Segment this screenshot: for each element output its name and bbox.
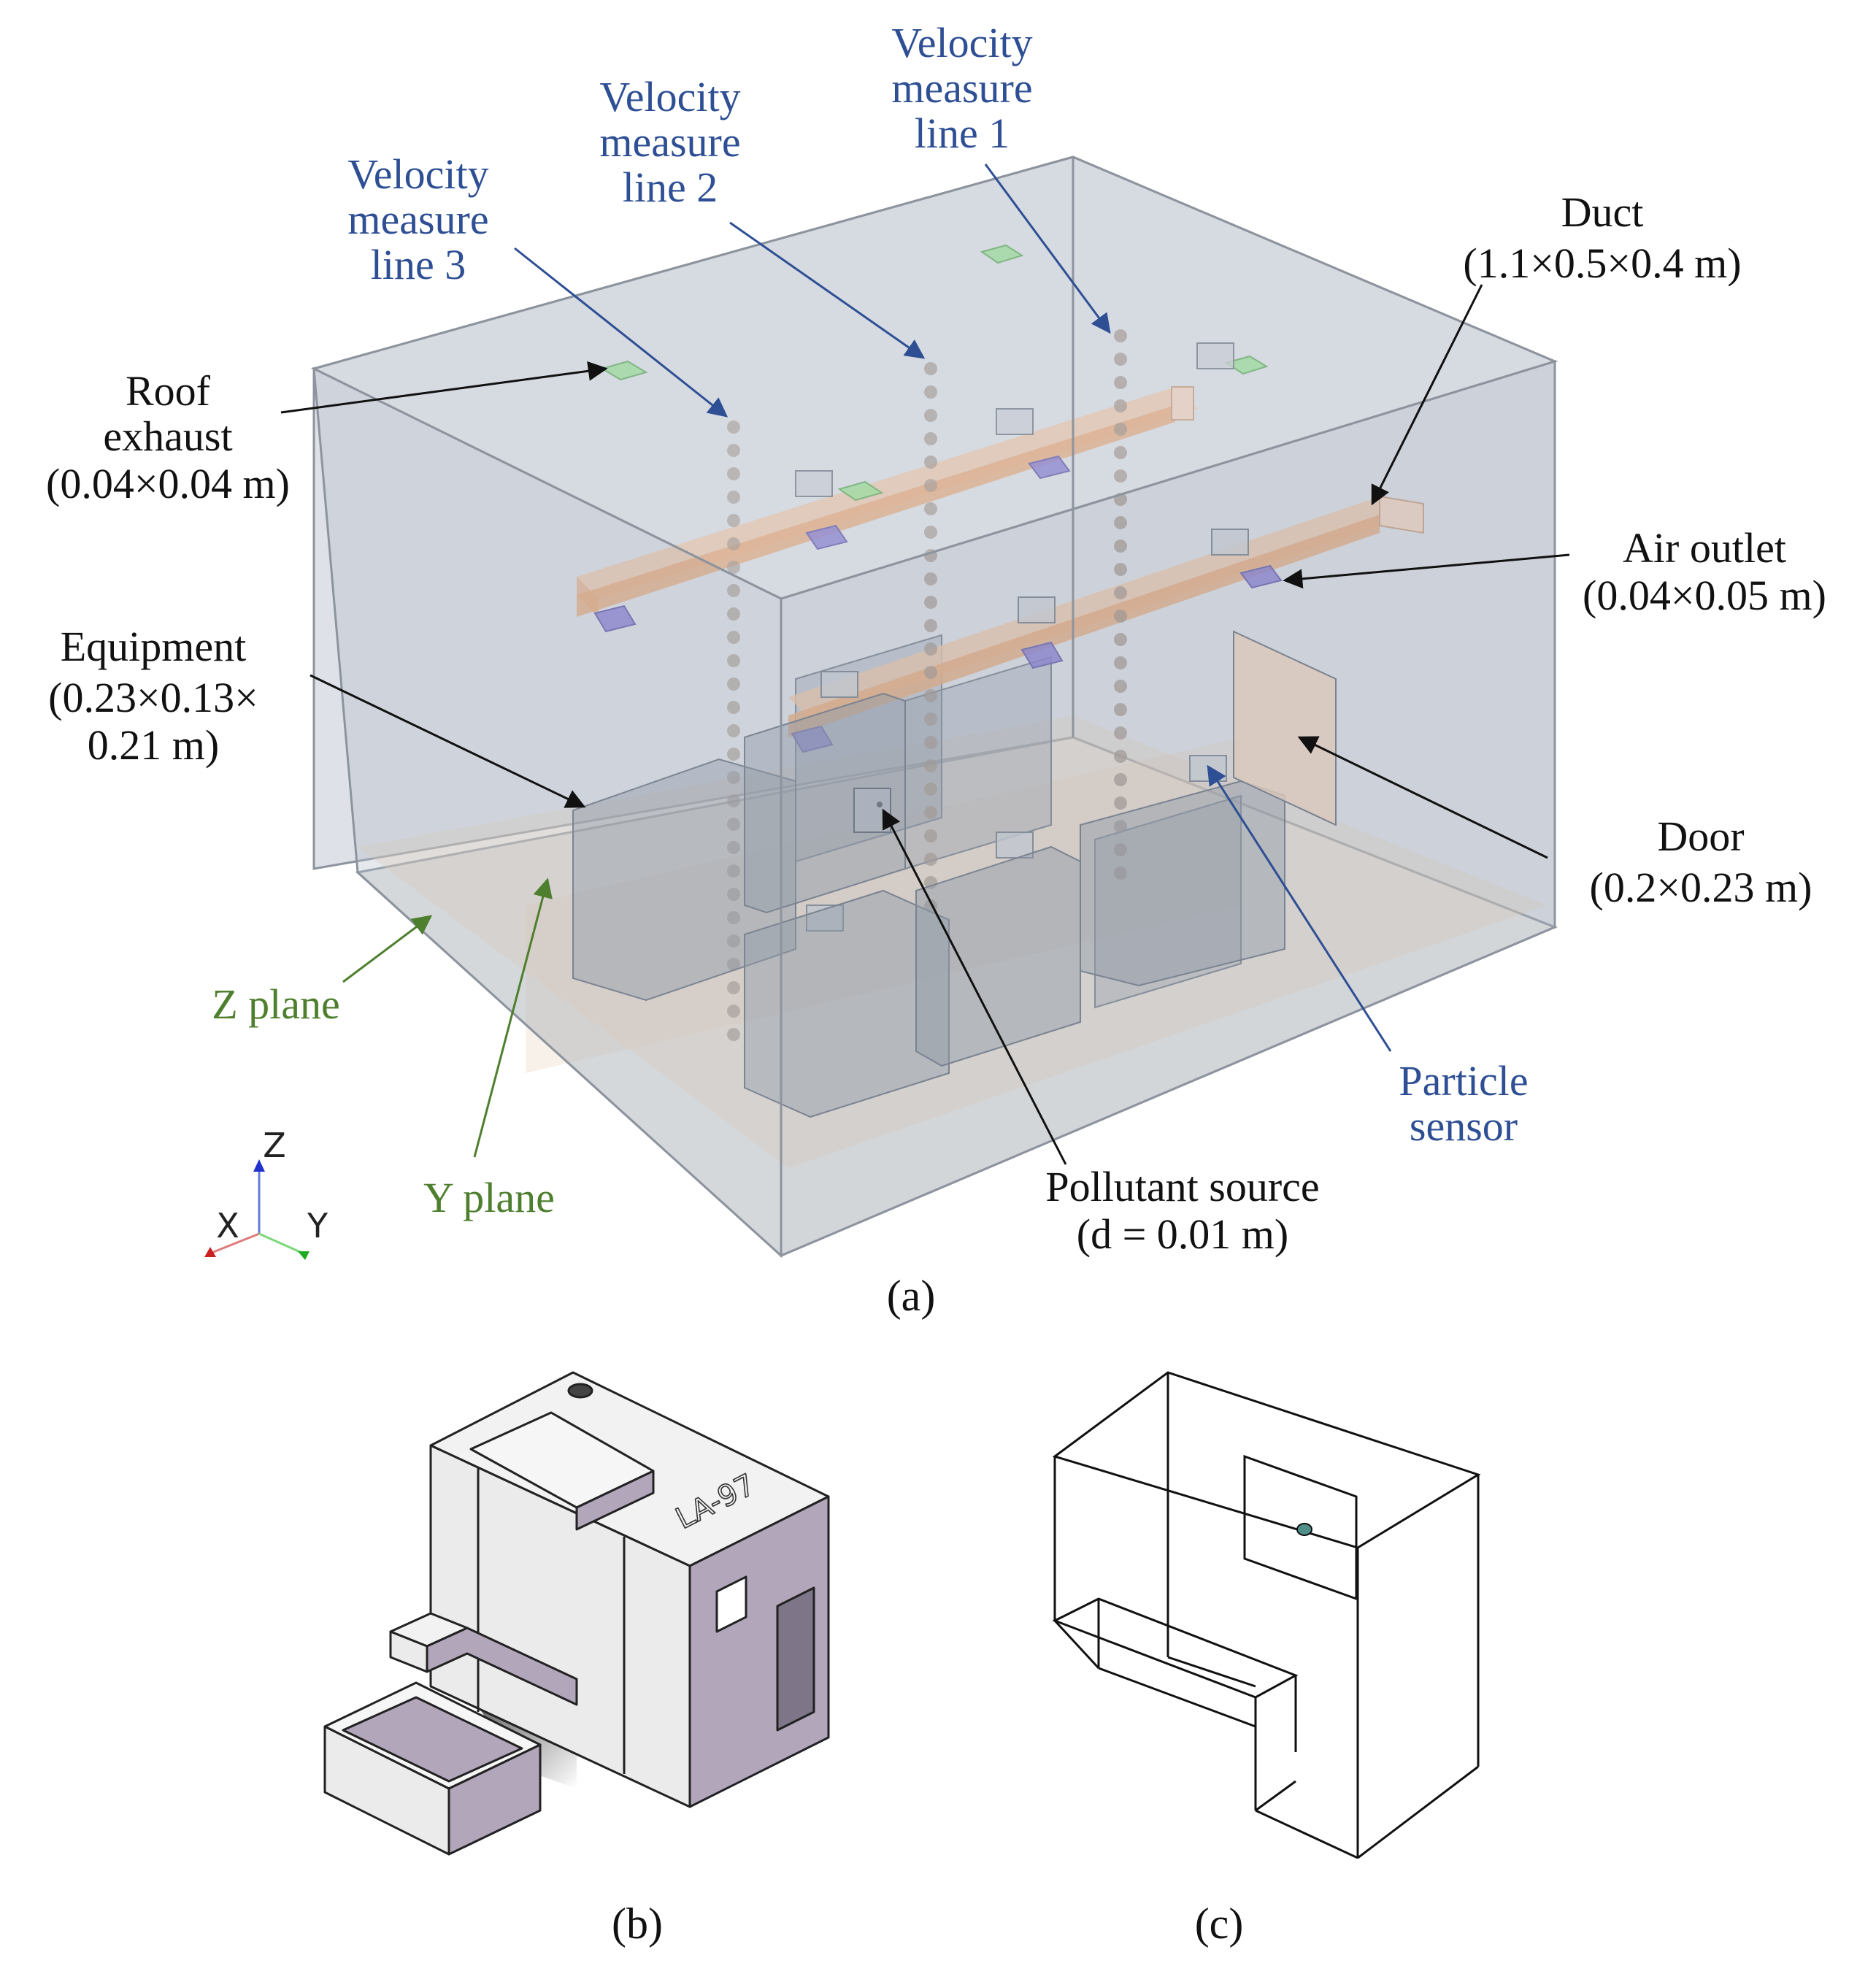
- caption-c: (c): [1195, 1900, 1244, 1948]
- svg-text:Door: Door: [1657, 813, 1744, 860]
- air-outlets: [593, 455, 1283, 753]
- panel-b-cabinet-model: LA-97: [323, 1371, 830, 1856]
- svg-text:(0.23×0.13×: (0.23×0.13×: [48, 674, 258, 721]
- equipment-hoods: [795, 342, 1249, 932]
- wire-recess-top: [1052, 1597, 1299, 1699]
- svg-text:Air outlet: Air outlet: [1623, 524, 1786, 572]
- room-roof: [310, 155, 1558, 600]
- svg-text:(d = 0.01 m): (d = 0.01 m): [1077, 1210, 1288, 1258]
- label-equipment: Equipment (0.23×0.13× 0.21 m): [48, 623, 258, 769]
- label-velocity-line-2: Velocity measure line 2: [599, 73, 740, 211]
- roof-exhaust-2: [980, 244, 1024, 264]
- bin-right-face: [447, 1743, 542, 1856]
- label-air-outlet: Air outlet (0.04×0.05 m): [1583, 524, 1826, 619]
- y-plane: [526, 737, 1241, 1073]
- air-outlet-3: [1028, 455, 1071, 480]
- svg-text:Z: Z: [263, 1126, 286, 1165]
- svg-text:Velocity: Velocity: [891, 19, 1032, 66]
- chute-ramp: [426, 1627, 578, 1706]
- roof-exhaust-3: [1224, 355, 1269, 375]
- axis-triad: Z X Y: [204, 1126, 328, 1260]
- wire-panel: [1243, 1454, 1358, 1601]
- door: [1233, 630, 1337, 826]
- equipment-front-row: [572, 692, 1285, 1118]
- cabinet-vent-hole: [567, 1383, 593, 1399]
- cabinet-lid-side: [575, 1470, 655, 1531]
- svg-text:Roof: Roof: [126, 367, 211, 415]
- panel-a-room-model: [310, 155, 1558, 1259]
- label-particle-sensor: Particle sensor: [1399, 1057, 1528, 1150]
- svg-text:measure: measure: [891, 64, 1032, 112]
- label-velocity-line-1: Velocity measure line 1: [891, 19, 1032, 157]
- svg-text:line 2: line 2: [623, 164, 718, 211]
- roof-exhaust-1: [600, 360, 648, 381]
- svg-text:Y: Y: [307, 1206, 328, 1245]
- svg-text:exhaust: exhaust: [103, 412, 232, 460]
- svg-text:(1.1×0.5×0.4 m): (1.1×0.5×0.4 m): [1463, 239, 1741, 287]
- svg-text:line 3: line 3: [371, 241, 466, 288]
- roof-exhaust-4: [837, 480, 884, 502]
- leader-arrows: [280, 164, 1570, 1165]
- velocity-probe-line-3: [727, 420, 740, 1041]
- svg-text:Pollutant source: Pollutant source: [1045, 1163, 1319, 1210]
- air-outlet-2: [805, 524, 848, 550]
- bin-inner: [342, 1696, 523, 1783]
- svg-text:Velocity: Velocity: [599, 73, 740, 120]
- svg-text:line 1: line 1: [915, 110, 1010, 157]
- air-outlet-1: [593, 604, 637, 633]
- svg-text:measure: measure: [347, 196, 488, 243]
- roof-exhausts: [600, 244, 1269, 502]
- cabinet-right-face: [688, 1495, 830, 1808]
- svg-text:(0.04×0.05 m): (0.04×0.05 m): [1583, 572, 1826, 619]
- svg-text:(0.04×0.04 m): (0.04×0.04 m): [46, 460, 290, 507]
- caption-a: (a): [887, 1272, 936, 1320]
- label-door: Door (0.2×0.23 m): [1590, 813, 1812, 911]
- svg-text:X: X: [216, 1206, 239, 1245]
- cabinet-window: [715, 1575, 747, 1633]
- caption-b: (b): [612, 1900, 663, 1948]
- panel-c-wireframe: [1052, 1371, 1481, 1859]
- svg-text:Velocity: Velocity: [347, 150, 488, 198]
- air-outlet-6: [1239, 564, 1283, 589]
- pollutant-source-dot: [877, 802, 883, 807]
- cabinet-door-panel: [776, 1586, 815, 1732]
- air-outlet-4: [791, 725, 834, 753]
- label-roof-exhaust: Roof exhaust (0.04×0.04 m): [46, 367, 290, 507]
- label-velocity-line-3: Velocity measure line 3: [347, 150, 488, 288]
- label-z-plane: Z plane: [212, 980, 340, 1028]
- svg-text:measure: measure: [599, 118, 740, 166]
- svg-text:Particle: Particle: [1399, 1057, 1528, 1105]
- label-duct: Duct (1.1×0.5×0.4 m): [1463, 188, 1741, 287]
- air-outlet-5: [1020, 641, 1064, 669]
- label-pollutant-source: Pollutant source (d = 0.01 m): [1045, 1163, 1319, 1258]
- wire-pollutant-dot: [1296, 1523, 1312, 1536]
- label-y-plane: Y plane: [423, 1174, 555, 1221]
- z-plane: [358, 715, 1548, 1168]
- wire-box-top: [1052, 1371, 1481, 1549]
- svg-text:sensor: sensor: [1410, 1102, 1518, 1150]
- svg-text:Duct: Duct: [1561, 188, 1644, 236]
- svg-text:(0.2×0.23 m): (0.2×0.23 m): [1590, 864, 1812, 911]
- svg-text:Equipment: Equipment: [61, 623, 247, 670]
- svg-text:0.21 m): 0.21 m): [88, 721, 219, 769]
